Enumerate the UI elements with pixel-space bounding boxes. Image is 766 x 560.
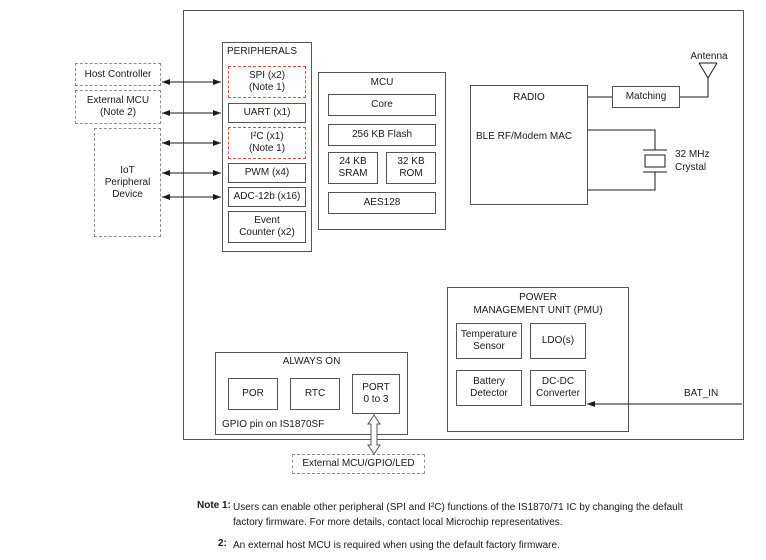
radio-box (470, 85, 588, 205)
ldo-box: LDO(s) (530, 323, 586, 359)
i2c-box: I²C (x1) (Note 1) (228, 127, 306, 159)
sram-box: 24 KB SRAM (328, 152, 378, 184)
external-mcu-box: External MCU (Note 2) (75, 90, 161, 124)
mcu-title: MCU (370, 77, 394, 88)
flash-box: 256 KB Flash (328, 124, 436, 146)
note-1-label: Note 1: (197, 500, 231, 511)
pmu-title: POWER MANAGEMENT UNIT (PMU) (473, 292, 603, 316)
gpio-note: GPIO pin on IS1870SF (222, 419, 325, 430)
matching-box: Matching (612, 86, 680, 108)
rom-box: 32 KB ROM (386, 152, 436, 184)
aes-box: AES128 (328, 192, 436, 214)
note-2-label: 2: (218, 538, 227, 549)
spi-box: SPI (x2) (Note 1) (228, 66, 306, 98)
uart-box: UART (x1) (228, 103, 306, 123)
adc-box: ADC-12b (x16) (228, 187, 306, 207)
rtc-box: RTC (290, 378, 340, 410)
temp-sensor-box: Temperature Sensor (456, 323, 522, 359)
always-on-title: ALWAYS ON (282, 356, 341, 367)
iot-device-box: IoT Peripheral Device (94, 128, 161, 237)
port-box: PORT 0 to 3 (352, 374, 400, 414)
radio-title: RADIO (513, 92, 545, 103)
crystal-label: 32 MHz Crystal (675, 149, 710, 173)
bat-in-label: BAT_IN (684, 388, 719, 399)
pmu-box (447, 287, 629, 432)
host-controller-box: Host Controller (75, 63, 161, 86)
dcdc-converter-box: DC-DC Converter (530, 370, 586, 406)
radio-subtitle: BLE RF/Modem MAC (476, 131, 573, 142)
antenna-label: Antenna (690, 51, 728, 62)
core-box: Core (328, 94, 436, 116)
event-counter-box: Event Counter (x2) (228, 211, 306, 243)
note-2-text: An external host MCU is required when us… (233, 540, 560, 551)
peripherals-title: PERIPHERALS (227, 46, 298, 57)
battery-detector-box: Battery Detector (456, 370, 522, 406)
note-1-text: Users can enable other peripheral (SPI a… (233, 502, 683, 528)
pwm-box: PWM (x4) (228, 163, 306, 183)
por-box: POR (228, 378, 278, 410)
external-gpio-box: External MCU/GPIO/LED (292, 454, 425, 474)
